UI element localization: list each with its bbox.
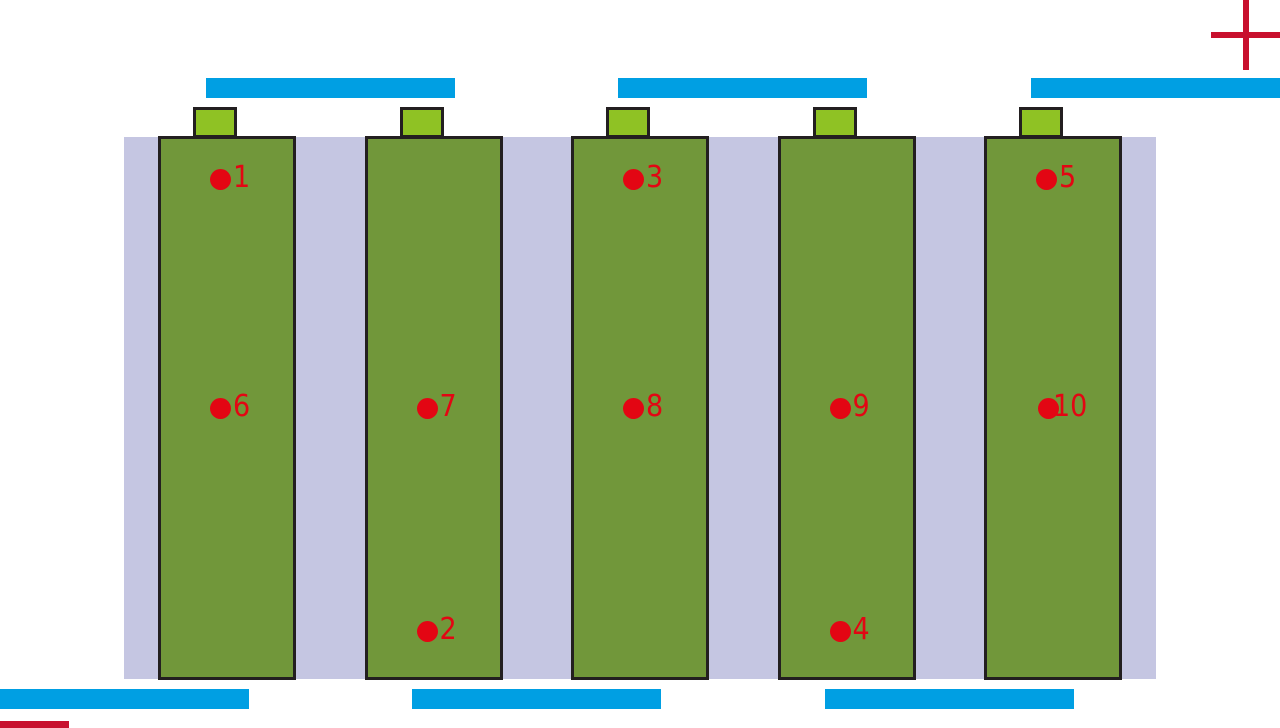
cell-terminal bbox=[1019, 107, 1063, 138]
probe-label: 9 bbox=[852, 389, 870, 424]
probe-point bbox=[623, 398, 644, 419]
bus-bar-top bbox=[206, 78, 455, 98]
probe-label: 1 bbox=[233, 160, 251, 195]
probe-point bbox=[210, 169, 231, 190]
probe-point bbox=[623, 169, 644, 190]
bus-bar-top bbox=[618, 78, 867, 98]
bus-bar-top bbox=[1031, 78, 1280, 98]
bus-bar-bottom bbox=[0, 689, 249, 709]
cell-terminal bbox=[606, 107, 650, 138]
probe-label: 8 bbox=[646, 389, 664, 424]
cell-terminal bbox=[399, 107, 444, 138]
probe-label: 2 bbox=[439, 612, 457, 647]
probe-label: 10 bbox=[1053, 389, 1088, 424]
bus-bar-bottom bbox=[825, 689, 1074, 709]
plus-sign-icon-vertical bbox=[1243, 0, 1249, 70]
probe-point bbox=[829, 398, 851, 419]
probe-point bbox=[416, 621, 438, 642]
probe-point bbox=[1036, 169, 1057, 190]
probe-point bbox=[1038, 398, 1059, 419]
minus-sign-icon bbox=[0, 721, 69, 728]
bus-bar-bottom bbox=[412, 689, 661, 709]
probe-label: 3 bbox=[646, 160, 664, 195]
probe-label: 7 bbox=[439, 389, 457, 424]
probe-point bbox=[829, 621, 851, 642]
cell-terminal bbox=[193, 107, 237, 138]
cell-terminal bbox=[812, 107, 857, 138]
probe-point bbox=[210, 398, 231, 419]
probe-point bbox=[416, 398, 438, 419]
probe-label: 4 bbox=[852, 612, 870, 647]
probe-label: 5 bbox=[1059, 160, 1077, 195]
probe-label: 6 bbox=[233, 389, 251, 424]
